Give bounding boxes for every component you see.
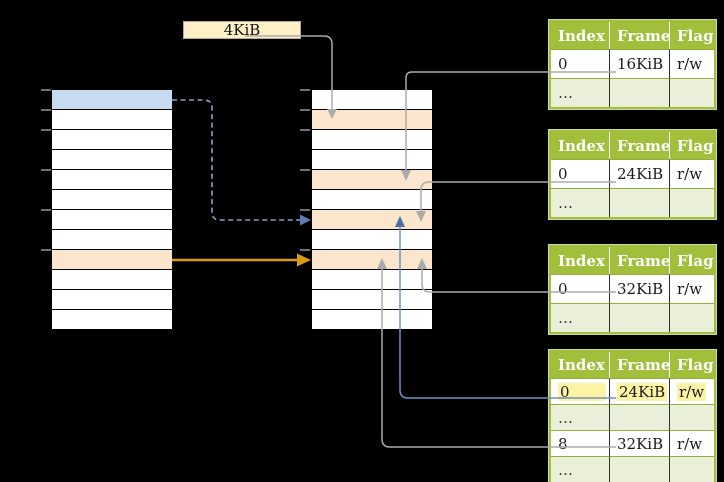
column-header-flags: Flags [669,132,714,159]
memory-row-orange [312,210,432,230]
memory-row-white [312,230,432,250]
address-tick [41,109,51,111]
memory-row-white [312,150,432,170]
table-cell: … [551,404,609,430]
page-size-label-text: 4KiB [223,21,261,39]
address-tick [41,129,51,131]
page-table-32kib: IndexFrameFlags 032KiBr/w … [549,245,716,334]
table-cell [609,456,669,482]
table-cell: 0 [551,159,609,188]
column-header-index: Index [551,247,609,274]
address-tick [300,249,310,251]
table-cell: … [551,78,609,107]
memory-row-white [312,190,432,210]
column-header-frame: Frame [609,247,669,274]
address-tick [41,169,51,171]
column-header-frame: Frame [609,22,669,49]
memory-row-blue [52,90,172,110]
memory-row-white [312,130,432,150]
table-cell: 24KiB [609,159,669,188]
table-cell [669,456,714,482]
highlighted-value: r/w [677,382,707,401]
column-header-index: Index [551,352,609,378]
memory-row-white [52,230,172,250]
memory-row-white [52,290,172,310]
highlighted-value: 24KiB [617,382,668,401]
table-cell: r/w [669,430,714,456]
table-cell [609,78,669,107]
column-header-frame: Frame [609,352,669,378]
address-tick [300,209,310,211]
table-cell: … [551,188,609,217]
table-cell: … [551,456,609,482]
memory-row-white [52,130,172,150]
memory-row-white [312,290,432,310]
table-cell: 0 [551,274,609,303]
page-size-label: 4KiB [183,21,301,39]
table-cell: 8 [551,430,609,456]
table-cell: 32KiB [609,430,669,456]
address-tick [41,249,51,251]
memory-row-white [52,150,172,170]
table-cell [609,188,669,217]
address-tick [41,89,51,91]
memory-row-orange [312,110,432,130]
table-cell: 16KiB [609,49,669,78]
memory-row-white [52,310,172,330]
highlighted-value: 0 [558,382,606,401]
page-table-24kib: IndexFrameFlags 024KiBr/w … [549,130,716,219]
column-header-flags: Flags [669,22,714,49]
table-cell [669,303,714,332]
table-cell [609,303,669,332]
table-cell: 0 [551,49,609,78]
gold-arrowhead-icon [297,253,311,267]
virtual-to-physical-dashed-line [172,99,300,221]
table-cell: 0 [551,378,609,404]
physical-memory-column [312,90,432,330]
column-header-index: Index [551,132,609,159]
table-cell: 24KiB [609,378,669,404]
memory-row-white [52,210,172,230]
address-tick [300,169,310,171]
memory-row-orange [52,250,172,270]
table-cell: r/w [669,378,714,404]
table-cell: r/w [669,274,714,303]
page-table-level1: IndexFrameFlags024KiBr/w…832KiBr/w… [549,350,716,482]
table-cell [669,78,714,107]
column-header-index: Index [551,22,609,49]
memory-row-white [52,190,172,210]
column-header-flags: Flags [669,352,714,378]
memory-row-white [312,90,432,110]
address-tick [41,209,51,211]
table-cell: r/w [669,159,714,188]
table-cell [669,404,714,430]
memory-row-orange [312,250,432,270]
memory-row-white [52,110,172,130]
table-cell: … [551,303,609,332]
address-tick [300,129,310,131]
column-header-flags: Flags [669,247,714,274]
memory-row-white [312,310,432,330]
memory-row-orange [312,170,432,190]
table-cell [609,404,669,430]
page-table-16kib: IndexFrameFlags 016KiBr/w … [549,20,716,109]
address-tick [300,89,310,91]
memory-row-white [52,170,172,190]
virtual-memory-column [52,90,172,330]
table-cell [669,188,714,217]
address-tick [300,109,310,111]
memory-row-white [52,270,172,290]
table-cell: 32KiB [609,274,669,303]
table-cell: r/w [669,49,714,78]
memory-row-white [312,270,432,290]
dashed-arrowhead-icon [300,214,311,226]
column-header-frame: Frame [609,132,669,159]
